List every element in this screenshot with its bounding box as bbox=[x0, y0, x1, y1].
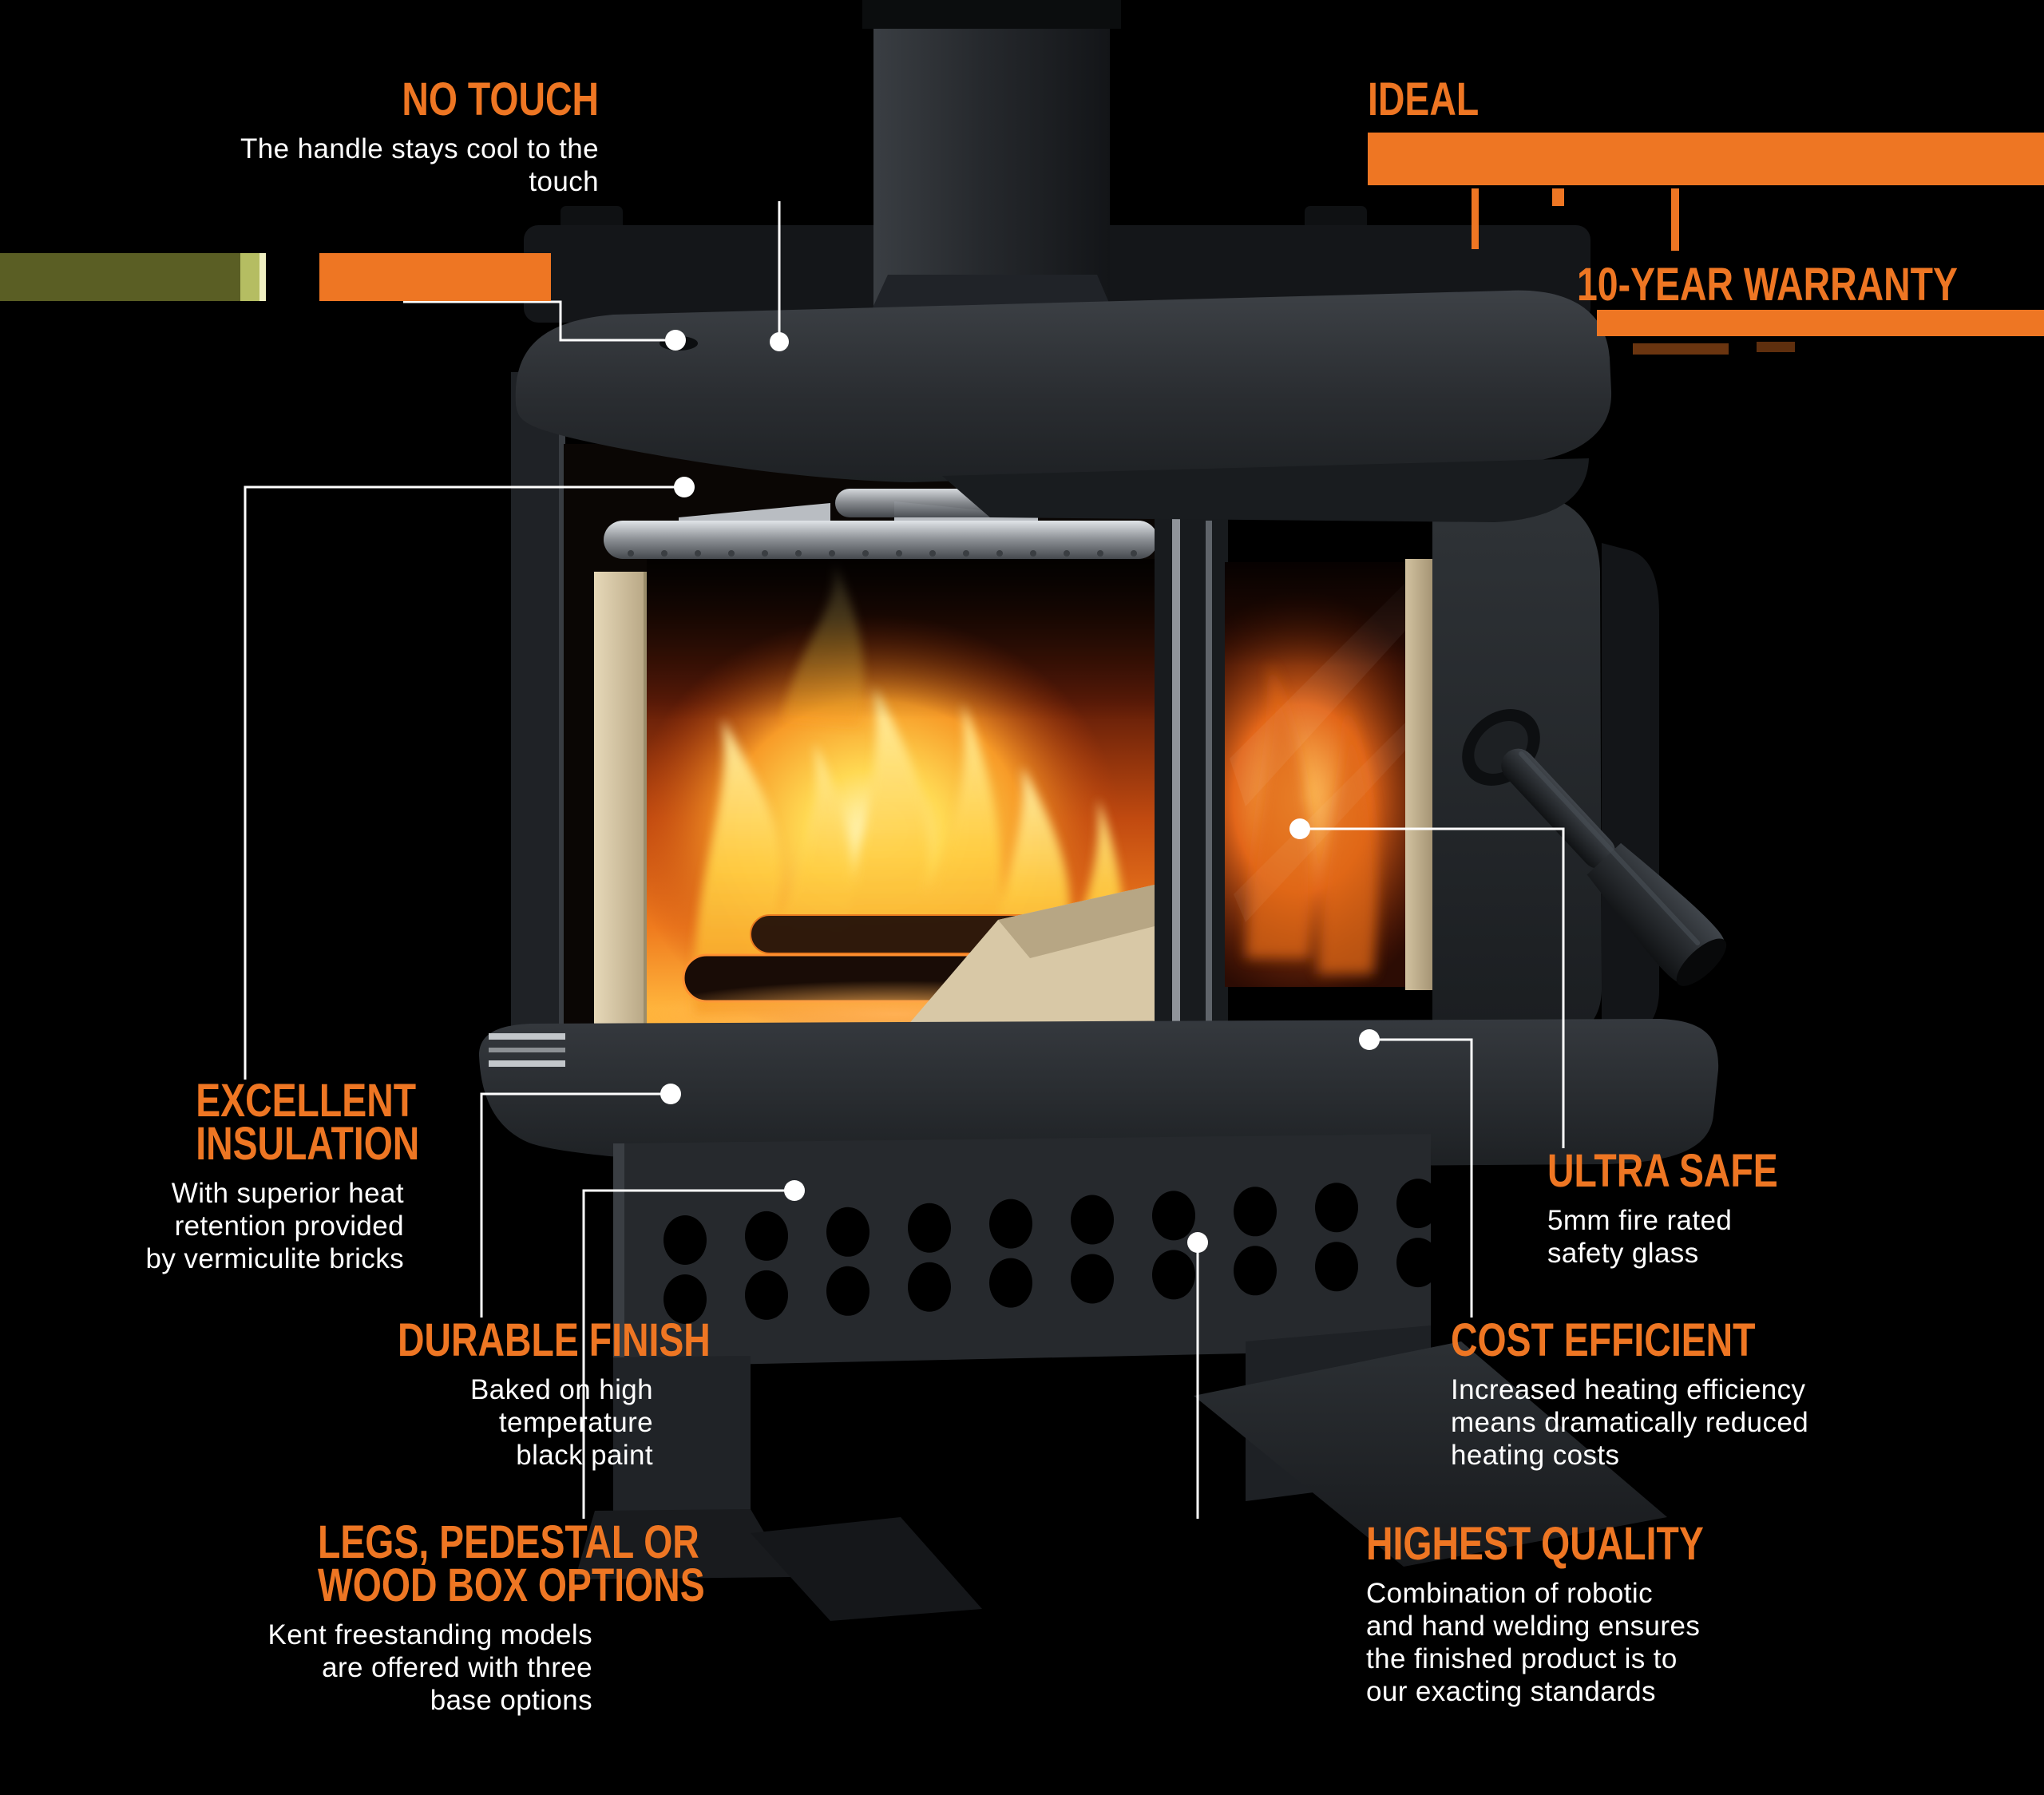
insulation-body-line: by vermiculite bricks bbox=[145, 1243, 404, 1274]
base-options-body-line: are offered with three bbox=[322, 1652, 592, 1683]
orange-ghost-dash-2 bbox=[1757, 342, 1795, 352]
callout-warranty: 10-YEAR WARRANTY bbox=[1577, 259, 2044, 311]
vermiculite-brick-left bbox=[594, 572, 647, 1024]
highest-quality-body-line: our exacting standards bbox=[1366, 1676, 1656, 1707]
pedestal-left-foot bbox=[575, 1509, 790, 1579]
callout-ultra-safe: ULTRA SAFE 5mm fire rated safety glass bbox=[1547, 1145, 1883, 1270]
pedestal-perforated-panel bbox=[613, 1134, 1431, 1367]
orange-bar-top-left bbox=[319, 253, 551, 301]
top-plate bbox=[515, 290, 1612, 482]
durable-body-line: black paint bbox=[516, 1440, 653, 1471]
highest-quality-heading: HIGHEST QUALITY bbox=[1366, 1518, 1704, 1570]
cost-efficient-body-line: Increased heating efficiency bbox=[1451, 1374, 1806, 1405]
cost-efficient-body-line: means dramatically reduced bbox=[1451, 1407, 1809, 1438]
orange-fragment-2 bbox=[1552, 188, 1564, 206]
ideal-heading: IDEAL bbox=[1368, 73, 1480, 125]
orange-ghost-dash-1 bbox=[1633, 343, 1729, 355]
durable-body-line: temperature bbox=[498, 1407, 653, 1438]
door-frame-cut-section bbox=[1155, 508, 1228, 1048]
ultra-safe-body-line: safety glass bbox=[1547, 1238, 1699, 1269]
leader-lines bbox=[244, 201, 1565, 1519]
orange-fragment-3 bbox=[1671, 188, 1679, 251]
door-glass-fire bbox=[1225, 562, 1405, 987]
base-options-heading-line1: LEGS, PEDESTAL OR bbox=[318, 1516, 699, 1568]
leader-ultra-safe bbox=[1300, 827, 1565, 1148]
warranty-heading: 10-YEAR WARRANTY bbox=[1577, 259, 1958, 311]
insulation-heading-line1: EXCELLENT bbox=[196, 1075, 417, 1127]
base-options-heading-line2: WOOD BOX OPTIONS bbox=[318, 1559, 705, 1611]
durable-heading: DURABLE FINISH bbox=[398, 1314, 711, 1366]
highest-quality-body-line: the finished product is to bbox=[1366, 1643, 1678, 1674]
secondary-air-tube-front bbox=[604, 521, 1158, 559]
pale-stripe bbox=[259, 253, 266, 301]
leader-dot-base-options bbox=[784, 1180, 805, 1201]
leader-dot-cost-efficient bbox=[1359, 1029, 1380, 1050]
base-options-body-line: Kent freestanding models bbox=[267, 1619, 592, 1650]
pedestal-air-holes bbox=[664, 1179, 1440, 1324]
leader-base-options bbox=[582, 1189, 794, 1519]
base-options-body-line: base options bbox=[430, 1685, 592, 1716]
handle-highlight bbox=[1519, 751, 1701, 945]
cost-efficient-heading: COST EFFICIENT bbox=[1451, 1314, 1756, 1366]
leaf-green-stripe bbox=[240, 253, 259, 301]
callout-ideal: IDEAL bbox=[1368, 73, 1847, 125]
ultra-safe-heading: ULTRA SAFE bbox=[1547, 1145, 1778, 1197]
olive-bar bbox=[0, 253, 240, 301]
insulation-body-line: retention provided bbox=[174, 1211, 404, 1242]
vermiculite-brick-right bbox=[1405, 559, 1434, 990]
callout-base-options: LEGS, PEDESTAL OR WOOD BOX OPTIONS Kent … bbox=[249, 1516, 705, 1717]
leader-cost-efficient bbox=[1369, 1038, 1473, 1318]
leader-dot-durable-finish bbox=[660, 1084, 681, 1104]
door-handle bbox=[1462, 709, 1727, 986]
leader-dot-no-touch bbox=[665, 330, 686, 351]
durable-body-line: Baked on high bbox=[470, 1374, 653, 1405]
insulation-body-line: With superior heat bbox=[171, 1178, 404, 1209]
no-touch-heading: NO TOUCH bbox=[402, 73, 599, 125]
callout-no-touch: NO TOUCH The handle stays cool to the to… bbox=[240, 73, 599, 198]
leader-dot-ideal bbox=[770, 332, 789, 351]
leader-dots bbox=[660, 330, 1380, 1253]
orange-fragment-1 bbox=[1472, 188, 1479, 249]
callout-excellent-insulation: EXCELLENT INSULATION With superior heat … bbox=[144, 1075, 420, 1275]
cost-efficient-body-line: heating costs bbox=[1451, 1440, 1620, 1471]
callout-cost-efficient: COST EFFICIENT Increased heating efficie… bbox=[1451, 1314, 1866, 1472]
orange-bar-warranty bbox=[1597, 310, 2044, 336]
pedestal-stand bbox=[575, 1134, 1667, 1621]
right-side-panel bbox=[1602, 543, 1659, 1040]
base-plinth bbox=[479, 1019, 1719, 1169]
top-plate-underside bbox=[942, 458, 1589, 522]
vermiculite-floor-wedge bbox=[902, 885, 1155, 1032]
air-tube-holes bbox=[628, 550, 1137, 557]
pedestal-right-skid bbox=[1194, 1341, 1667, 1567]
highest-quality-body-line: Combination of robotic bbox=[1366, 1578, 1653, 1609]
leader-dot-insulation bbox=[674, 477, 695, 497]
callout-highest-quality: HIGHEST QUALITY Combination of robotic a… bbox=[1366, 1518, 1813, 1708]
leader-dot-highest-quality bbox=[1187, 1232, 1208, 1253]
pedestal-left-skid bbox=[751, 1517, 982, 1621]
orange-bar-top-right bbox=[1368, 133, 2044, 185]
leader-insulation bbox=[244, 485, 684, 1080]
highest-quality-body-line: and hand welding ensures bbox=[1366, 1611, 1701, 1642]
leader-durable-finish bbox=[480, 1092, 671, 1318]
insulation-heading-line2: INSULATION bbox=[196, 1118, 420, 1170]
leader-dot-ultra-safe bbox=[1289, 818, 1310, 839]
left-cutaway-wall bbox=[511, 372, 565, 1051]
no-touch-body: The handle stays cool to the touch bbox=[240, 133, 599, 197]
callout-durable-finish: DURABLE FINISH Baked on high temperature… bbox=[334, 1314, 711, 1472]
leader-no-touch bbox=[403, 300, 675, 342]
ultra-safe-body-line: 5mm fire rated bbox=[1547, 1205, 1733, 1236]
